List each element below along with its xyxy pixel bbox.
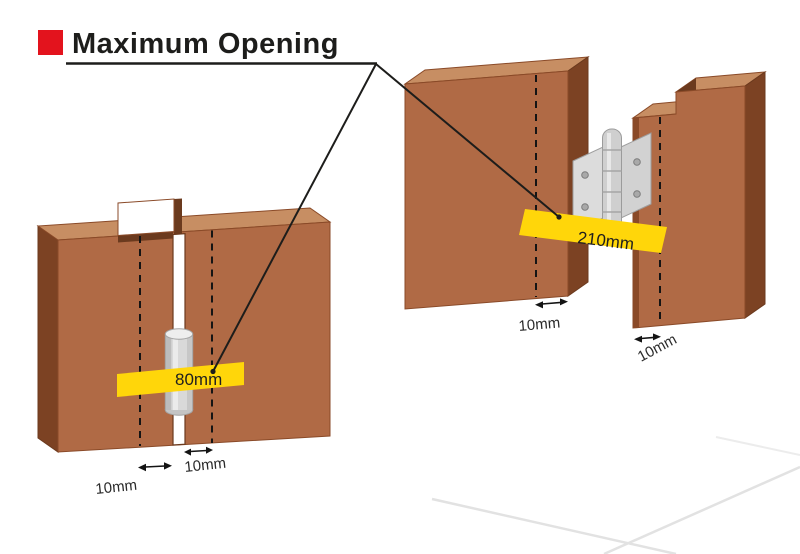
door-hinge [572,128,652,234]
dim-arrow-right [634,333,661,343]
hinge-knuckle-highlight [607,133,611,229]
dim-arrow-right [184,446,213,456]
opening-label: 80mm [175,370,222,389]
left-block-side-face [37,225,59,453]
top-notch [117,198,182,243]
dim-label-right: 10mm [184,455,227,476]
notch-side-wall [174,198,182,235]
hinge-screw [633,190,641,198]
red-square-bullet-icon [38,30,63,55]
right-block-front-face [632,85,746,329]
opening-highlight-band [519,209,667,253]
notch-opening [117,198,175,237]
left-block-front-face [57,221,331,453]
hinge-screw [581,171,589,179]
leader-lines [210,63,562,375]
right-block-side-face [744,71,766,319]
left-tall-block-front-face [404,70,569,310]
leader-endpoint [210,368,216,375]
leader-endpoint [556,214,562,220]
watermark-lines [431,436,800,554]
hinge-screw [581,203,589,211]
hinge-knuckle [602,128,622,234]
hinge-left-block [403,56,590,310]
hinge-leaf-right [620,132,652,219]
hinge-right-block [631,71,767,329]
dim-label-left: 10mm [518,314,561,335]
leader-line-to-left-figure [212,63,377,372]
hinge-screw [633,158,641,166]
title-group: Maximum Opening [38,28,377,65]
page-title: Maximum Opening [72,28,339,60]
dim-arrow-left [138,462,172,472]
notch-floor [118,232,173,243]
dim-label-left: 10mm [95,477,138,498]
dim-arrow-left [535,298,568,309]
leader-line-to-right-figure [375,63,560,218]
left-figure-group: 80mm 10mm 10mm [36,198,332,498]
right-figure-group: 210mm 10mm 10mm [403,56,767,366]
